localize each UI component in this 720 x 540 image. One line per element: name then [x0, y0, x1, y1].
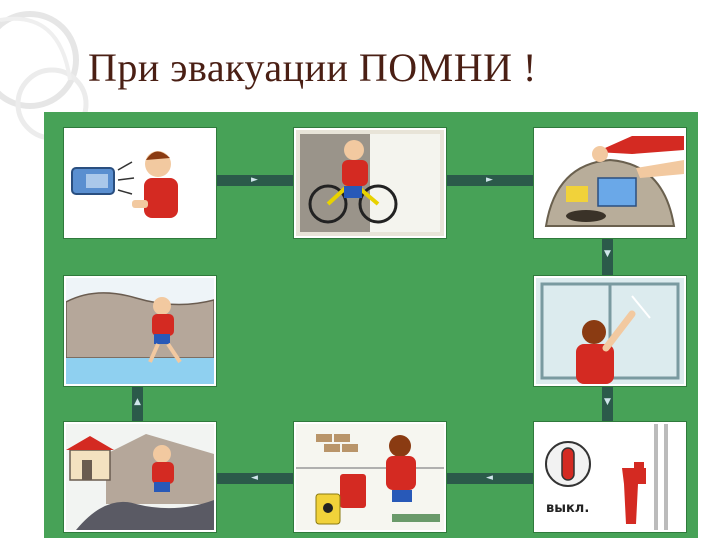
panel-alarm: [64, 128, 216, 238]
bicycle-icon: [296, 130, 444, 236]
bag-icon: [544, 136, 684, 227]
panel-hill: [64, 276, 216, 386]
arrow-left-icon: ◄: [251, 473, 258, 483]
connector-poison-house: [212, 473, 294, 484]
panel-poison: [294, 422, 446, 532]
house-icon: [66, 424, 214, 530]
connector-alarm-bicycle: [212, 175, 294, 186]
panel-house: [64, 422, 216, 532]
connector-switch-poison: [444, 473, 534, 484]
panel-bag: [534, 128, 686, 238]
slide-title: При эвакуации ПОМНИ !: [88, 45, 537, 90]
hill-icon: [66, 278, 214, 384]
panel-switch: выкл.: [534, 422, 686, 532]
arrow-left-icon: ◄: [486, 473, 493, 483]
window-icon: [536, 278, 684, 384]
panel-window: [534, 276, 686, 386]
arrow-down-icon: ▼: [604, 249, 611, 259]
switch-off-label: выкл.: [546, 501, 589, 516]
poison-canister-icon: [296, 424, 444, 530]
arrow-right-icon: ►: [251, 175, 258, 185]
connector-bicycle-bag: [444, 175, 534, 186]
evacuation-board: ► ► ▼ ▼ ◄ ◄ ▲: [44, 112, 698, 538]
panel-bicycle: [294, 128, 446, 238]
power-switch-icon: выкл.: [536, 424, 684, 530]
arrow-right-icon: ►: [486, 175, 493, 185]
alarm-speaker-icon: [71, 151, 178, 218]
arrow-down-icon: ▼: [604, 397, 611, 407]
arrow-up-icon: ▲: [134, 397, 141, 407]
connector-window-switch: [602, 380, 613, 424]
connector-bag-window: [602, 232, 613, 276]
connector-house-hill: [132, 380, 143, 424]
